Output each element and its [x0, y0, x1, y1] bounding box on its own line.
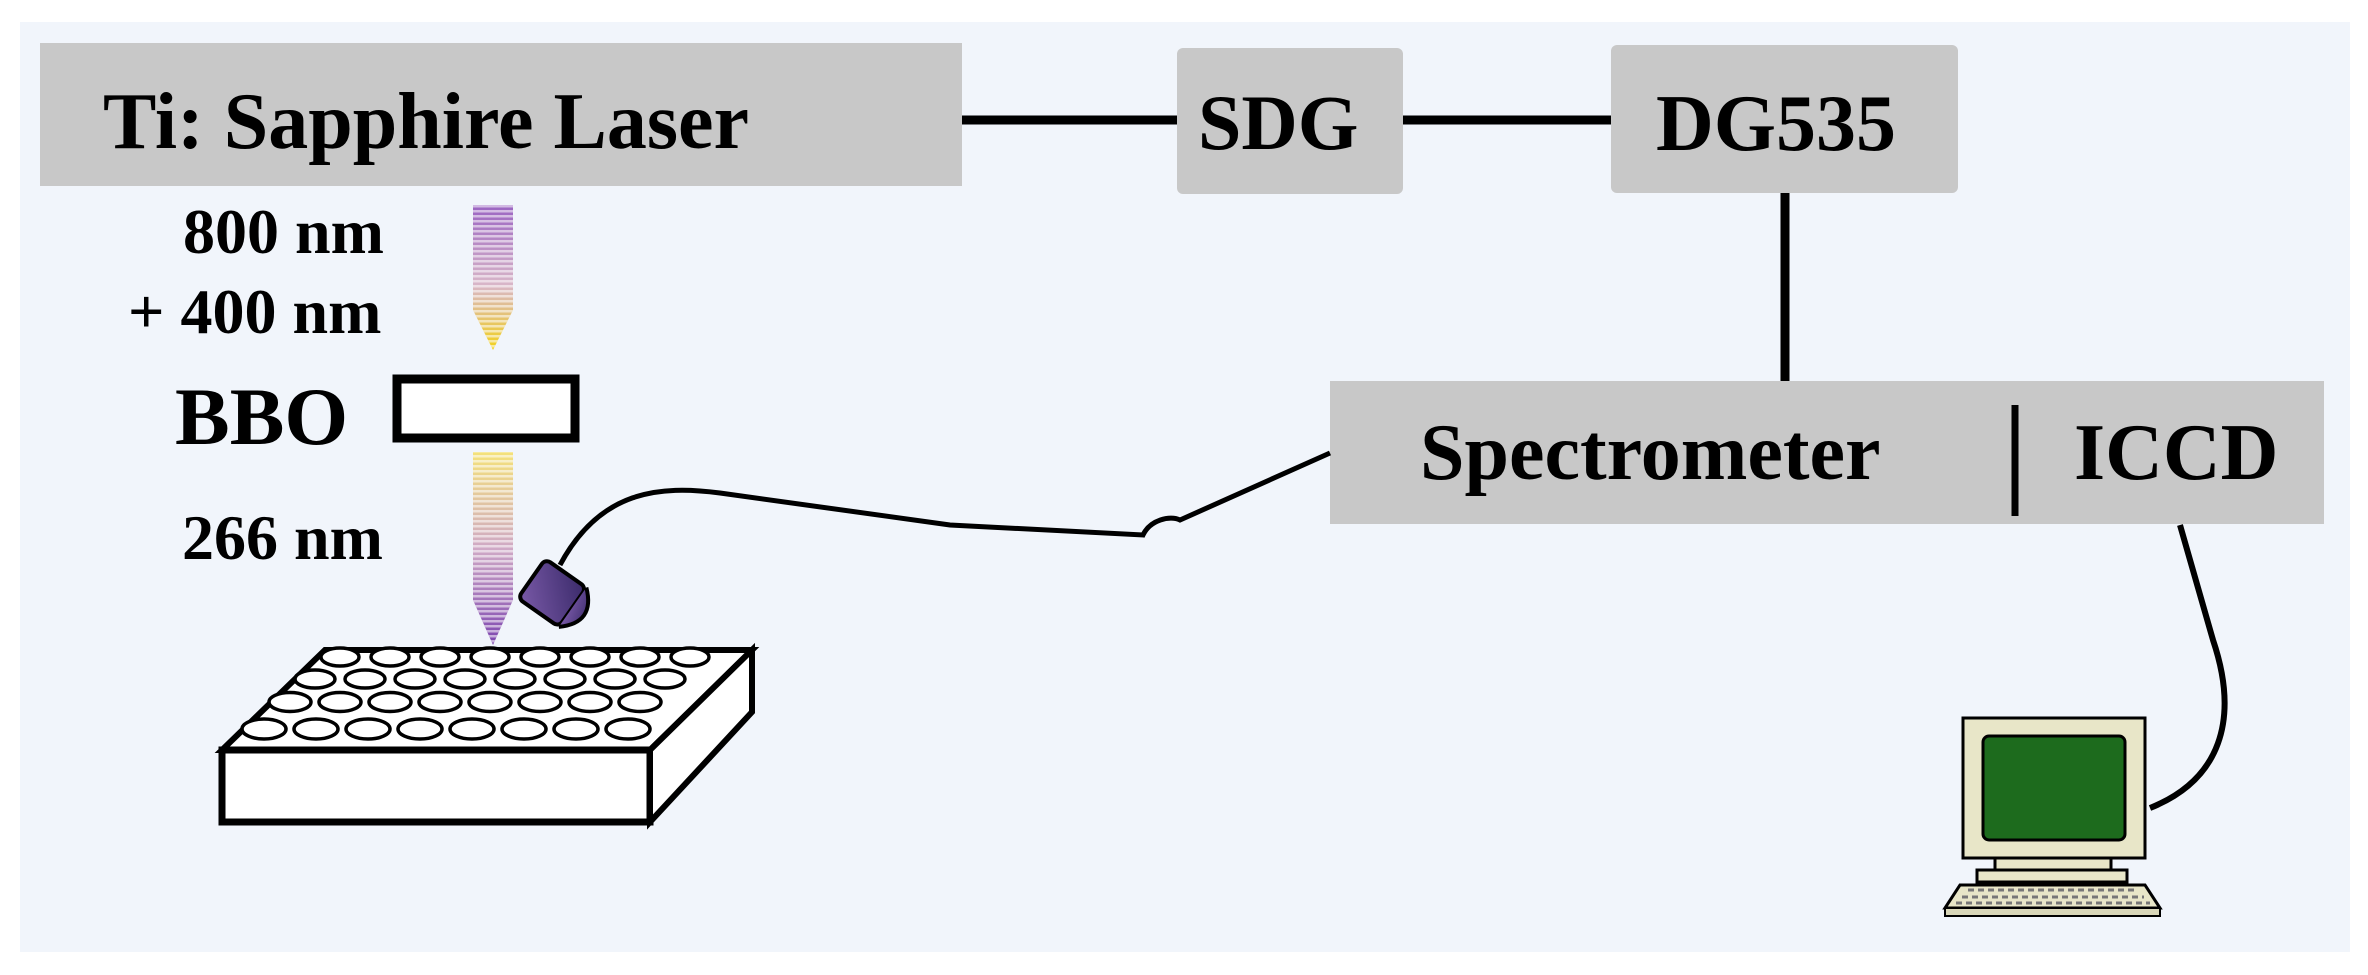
laser-label: Ti: Sapphire Laser [103, 78, 750, 166]
beam-arrow-lower [473, 452, 513, 645]
computer-icon [1942, 716, 2163, 917]
bbo-crystal [392, 374, 580, 443]
well-plate [214, 642, 760, 830]
beam-arrow-upper [473, 205, 513, 350]
wavelength-in-label-2: + 400 nm [128, 276, 382, 347]
wavelength-in-label-1: 800 nm [183, 196, 384, 267]
spectrometer-label: Spectrometer [1420, 409, 1881, 497]
fiber-cable [557, 450, 1332, 567]
laser-box [40, 43, 962, 186]
dg535-box [1611, 45, 1958, 193]
bbo-label: BBO [175, 371, 349, 462]
sdg-label: SDG [1198, 79, 1359, 166]
dg535-label: DG535 [1656, 80, 1896, 168]
wavelength-out-label: 266 nm [182, 502, 383, 573]
sdg-box [1177, 48, 1403, 194]
fiber-probe [518, 559, 591, 629]
spectrometer-iccd-box [1330, 381, 2324, 524]
iccd-label: ICCD [2074, 409, 2279, 497]
computer-cable [2148, 524, 2228, 811]
